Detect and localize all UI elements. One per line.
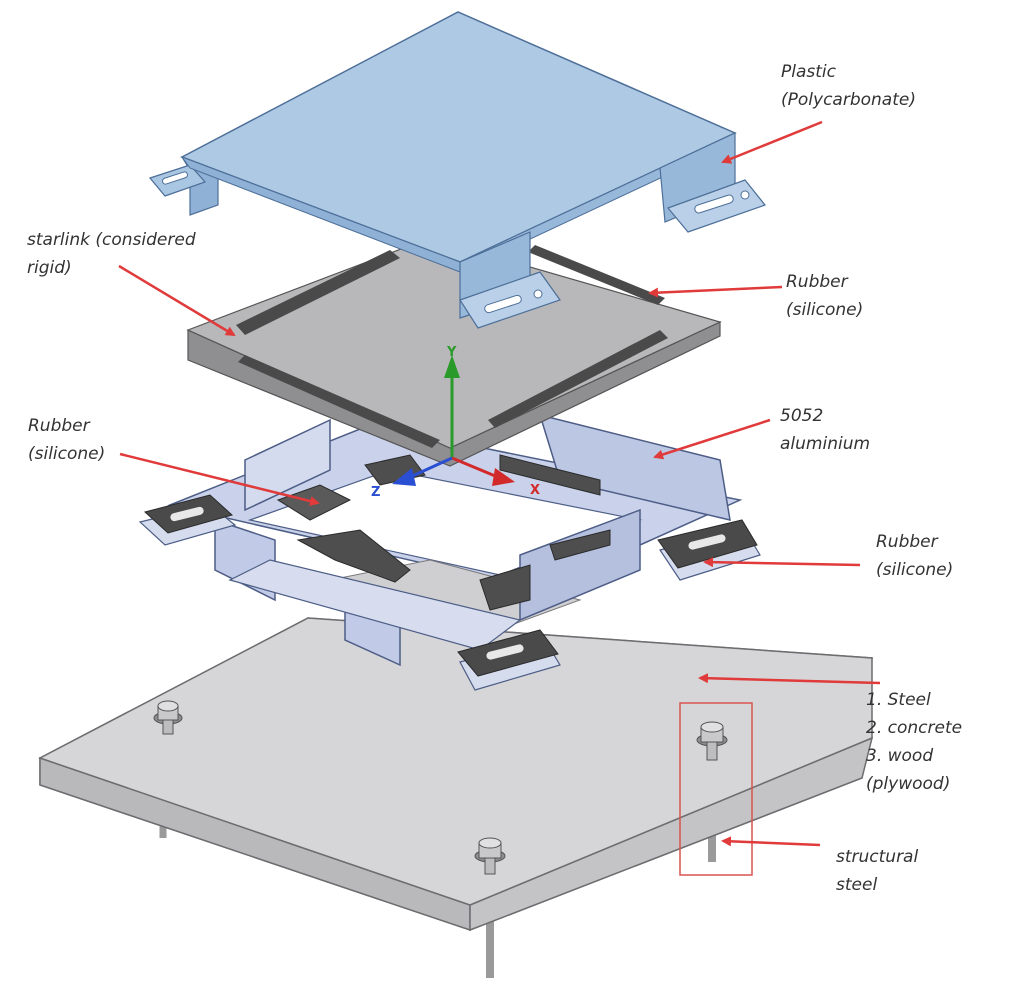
- label-rubber-right-line-1: Rubber: [876, 532, 938, 552]
- arrow-base: [698, 673, 881, 685]
- axis-z-line: [407, 456, 453, 480]
- axis-x-line: [451, 456, 501, 480]
- label-rubber-top-line-1: Rubber: [786, 272, 848, 292]
- plastic-cover-top: [180, 11, 737, 263]
- bolt-center: [474, 837, 506, 875]
- arrow-structural: [721, 836, 821, 847]
- label-rubber-top-line-2: (silicone): [786, 300, 864, 320]
- label-structural-steel: structural steel: [836, 843, 918, 899]
- arrow-rubber-top: [648, 285, 783, 298]
- plastic-cover: [148, 11, 766, 329]
- callout-arrows: [118, 120, 881, 847]
- label-plastic-line-1: Plastic: [781, 62, 836, 82]
- base-plate-top-surface: [38, 617, 873, 906]
- label-base-line-2: 2. concrete: [866, 718, 963, 738]
- label-base-line-3: 3. wood: [866, 746, 934, 766]
- label-plastic-line-2: (Polycarbonate): [781, 90, 916, 110]
- arrow-aluminium: [653, 418, 771, 460]
- label-starlink: starlink (considered rigid): [27, 226, 196, 282]
- arrow-plastic: [721, 120, 823, 164]
- label-base-line-4: (plywood): [866, 774, 951, 794]
- label-aluminium-line-1: 5052: [780, 406, 824, 426]
- label-starlink-line-2: rigid): [27, 258, 72, 278]
- label-rubber-left-line-2: (silicone): [28, 444, 106, 464]
- label-rubber-right: Rubber (silicone): [876, 528, 953, 584]
- label-base-line-1: 1. Steel: [866, 690, 931, 710]
- label-rubber-top: Rubber (silicone): [786, 268, 863, 324]
- label-aluminium: 5052 aluminium: [780, 402, 870, 458]
- label-rubber-left: Rubber (silicone): [28, 412, 105, 468]
- axis-z-label: Z: [371, 485, 380, 500]
- label-structural-line-2: steel: [836, 875, 878, 895]
- axis-y-label: Y: [446, 345, 457, 360]
- coordinate-axes: Y Z X: [371, 345, 540, 500]
- label-rubber-left-line-1: Rubber: [28, 416, 90, 436]
- label-rubber-right-line-2: (silicone): [876, 560, 954, 580]
- axis-x-label: X: [530, 483, 540, 498]
- arrow-rubber-right: [703, 557, 861, 568]
- label-structural-line-1: structural: [836, 847, 919, 867]
- arrow-rubber-left: [119, 452, 320, 506]
- bolt-left: [153, 700, 183, 735]
- structural-steel-highlight-box: [679, 702, 753, 876]
- starlink-unit: [186, 237, 722, 467]
- label-aluminium-line-2: aluminium: [780, 434, 871, 454]
- label-plastic: Plastic (Polycarbonate): [781, 58, 916, 114]
- base-plate: [38, 617, 874, 978]
- arrow-starlink: [118, 264, 236, 337]
- bolt-right: [696, 721, 728, 761]
- label-base-materials: 1. Steel 2. concrete 3. wood (plywood): [866, 686, 962, 798]
- label-starlink-line-1: starlink (considered: [27, 230, 196, 250]
